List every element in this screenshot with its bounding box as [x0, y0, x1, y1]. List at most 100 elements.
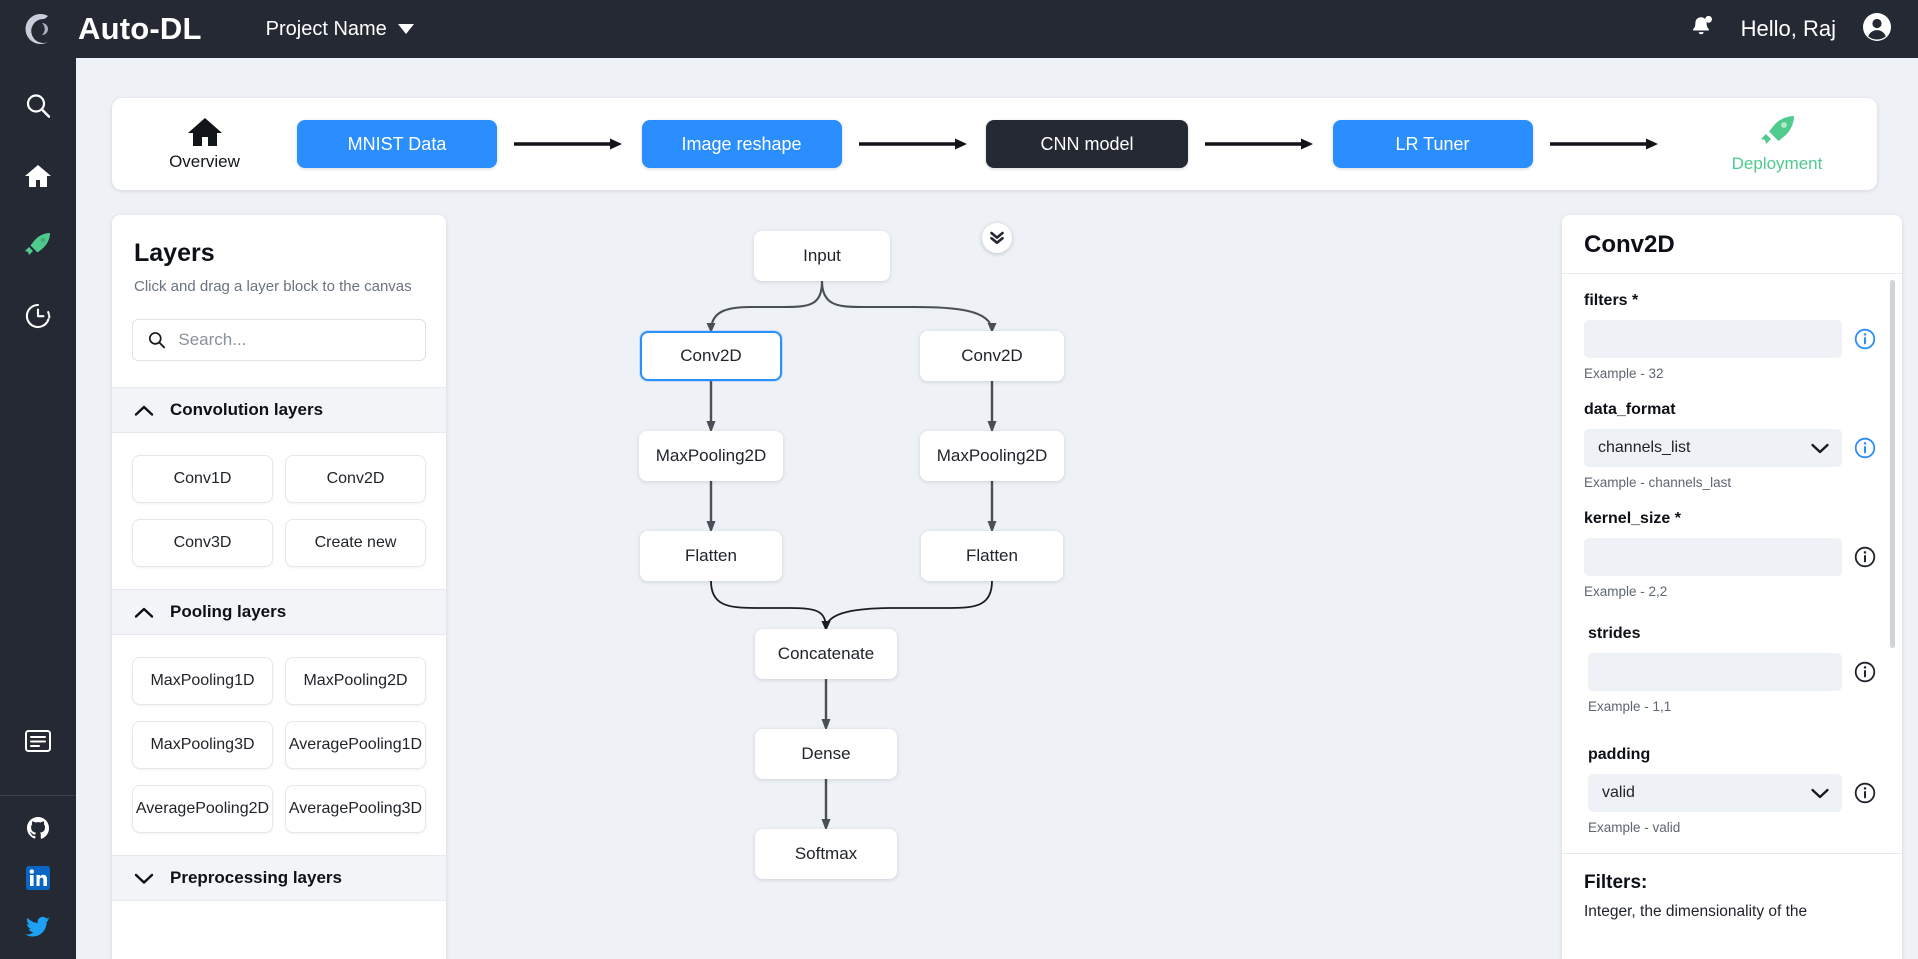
chevron-down-icon	[1811, 443, 1829, 453]
canvas-node-flatten-left[interactable]: Flatten	[640, 531, 782, 581]
info-circle-icon[interactable]	[1854, 546, 1876, 568]
pipeline-deployment[interactable]: Deployment	[1677, 114, 1877, 174]
search-icon	[148, 332, 166, 349]
pipeline-overview-label: Overview	[169, 152, 240, 171]
canvas-node-maxpooling2d-left[interactable]: MaxPooling2D	[639, 431, 783, 481]
layers-subtitle: Click and drag a layer block to the canv…	[134, 278, 412, 295]
info-circle-icon[interactable]	[1854, 437, 1876, 459]
social-link-github[interactable]	[24, 814, 52, 847]
property-hint-strides: Example - 1,1	[1588, 699, 1672, 714]
padding-select[interactable]: valid	[1588, 774, 1842, 812]
left-nav-rail	[0, 58, 76, 959]
linkedin-icon	[26, 866, 50, 890]
pipeline-node-cnn-model[interactable]: CNN model	[986, 120, 1188, 168]
auto-dl-logo-icon[interactable]	[0, 9, 76, 49]
pipeline-node-image-reshape[interactable]: Image reshape	[641, 120, 842, 168]
social-link-twitter[interactable]	[24, 914, 52, 945]
pipeline-arrow-3	[1188, 137, 1333, 151]
filters-input[interactable]	[1584, 320, 1842, 358]
canvas-node-softmax[interactable]: Softmax	[755, 829, 897, 879]
strides-input[interactable]	[1588, 653, 1842, 691]
pipeline-arrow-4	[1533, 137, 1678, 151]
property-label-data-format: data_format	[1584, 401, 1676, 418]
property-label-strides: strides	[1588, 625, 1641, 642]
kernel-size-input[interactable]	[1584, 538, 1842, 576]
info-circle-icon[interactable]	[1854, 661, 1876, 683]
pipeline-bar: Overview MNIST Data Image reshape CNN mo…	[112, 98, 1877, 190]
top-bar: Auto-DL Project Name Hello, Raj	[0, 0, 1918, 58]
data-format-select[interactable]: channels_list	[1584, 429, 1842, 467]
pipeline-overview[interactable]: Overview	[112, 116, 297, 172]
layers-panel: Layers Click and drag a layer block to t…	[112, 215, 446, 959]
layer-chip-maxpooling2d[interactable]: MaxPooling2D	[285, 657, 426, 705]
pipeline-collapse-button[interactable]	[982, 223, 1012, 253]
sidebar-item-search[interactable]	[16, 84, 60, 128]
double-chevron-down-icon	[990, 231, 1004, 245]
layer-chip-maxpooling3d[interactable]: MaxPooling3D	[132, 721, 273, 769]
search-icon	[26, 94, 51, 118]
github-icon	[27, 817, 50, 839]
sidebar-item-history[interactable]	[16, 294, 60, 338]
layer-chip-averagepooling2d[interactable]: AveragePooling2D	[132, 785, 273, 833]
layer-chip-conv2d[interactable]: Conv2D	[285, 455, 426, 503]
sidebar-item-home[interactable]	[16, 154, 60, 198]
chevron-down-icon	[134, 873, 154, 884]
data-format-value: channels_list	[1598, 439, 1691, 456]
property-hint-kernel-size: Example - 2,2	[1584, 584, 1668, 599]
layer-chip-create-new[interactable]: Create new	[285, 519, 426, 567]
social-link-linkedin[interactable]	[25, 865, 51, 896]
sidebar-item-docs[interactable]	[16, 719, 60, 763]
layer-group-convolution-layers[interactable]: Convolution layers	[112, 387, 446, 433]
pipeline-arrow-2	[842, 137, 987, 151]
property-hint-filters: Example - 32	[1584, 366, 1664, 381]
greeting-label: Hello, Raj	[1740, 16, 1836, 41]
canvas-node-concatenate[interactable]: Concatenate	[755, 629, 897, 679]
properties-panel-body: filters * Example - 32 data_format	[1562, 274, 1902, 898]
canvas-node-conv2d-left[interactable]: Conv2D	[640, 331, 782, 381]
padding-value: valid	[1602, 784, 1635, 801]
pipeline-node-mnist-data[interactable]: MNIST Data	[297, 120, 497, 168]
canvas-node-conv2d-right[interactable]: Conv2D	[920, 331, 1064, 381]
pipeline-deployment-label: Deployment	[1731, 154, 1823, 173]
top-bar-right: Hello, Raj	[1689, 12, 1918, 47]
model-canvas[interactable]: Input Conv2D Conv2D MaxPooling2D MaxPool…	[455, 215, 1553, 959]
canvas-node-dense[interactable]: Dense	[755, 729, 897, 779]
layer-chip-conv3d[interactable]: Conv3D	[132, 519, 273, 567]
canvas-edges	[706, 280, 997, 831]
properties-scrollbar-thumb[interactable]	[1890, 280, 1895, 648]
properties-help-footer: Filters: Integer, the dimensionality of …	[1562, 853, 1902, 959]
layers-title: Layers	[134, 239, 215, 267]
layer-search-box[interactable]	[132, 319, 426, 361]
history-clock-icon	[25, 303, 51, 329]
twitter-icon	[25, 916, 50, 937]
info-circle-icon[interactable]	[1854, 328, 1876, 350]
layer-group-pooling-layers[interactable]: Pooling layers	[112, 589, 446, 635]
layer-chip-averagepooling3d[interactable]: AveragePooling3D	[285, 785, 426, 833]
layer-chip-conv1d[interactable]: Conv1D	[132, 455, 273, 503]
notification-bell-icon[interactable]	[1689, 13, 1715, 45]
property-label-padding: padding	[1588, 746, 1651, 763]
project-name-label: Project Name	[265, 17, 387, 40]
sidebar-item-deploy[interactable]	[16, 224, 60, 268]
layers-header: Layers Click and drag a layer block to t…	[112, 215, 446, 295]
property-field-kernel-size: kernel_size * Example - 2,2	[1584, 510, 1876, 599]
canvas-node-maxpooling2d-right[interactable]: MaxPooling2D	[920, 431, 1064, 481]
canvas-node-flatten-right[interactable]: Flatten	[921, 531, 1063, 581]
chevron-down-icon	[1811, 788, 1829, 798]
pipeline-arrow-1	[497, 137, 642, 151]
search-input[interactable]	[178, 330, 411, 350]
docs-icon	[25, 730, 51, 752]
info-circle-icon[interactable]	[1854, 782, 1876, 804]
layer-chip-maxpooling1d[interactable]: MaxPooling1D	[132, 657, 273, 705]
layer-group-preprocessing-layers[interactable]: Preprocessing layers	[112, 855, 446, 901]
chevron-up-icon	[134, 607, 154, 618]
brand-title: Auto-DL	[78, 11, 202, 46]
canvas-node-input[interactable]: Input	[754, 231, 890, 281]
pipeline-node-lr-tuner[interactable]: LR Tuner	[1332, 120, 1533, 168]
project-selector[interactable]: Project Name	[266, 18, 414, 41]
layer-group-label: Pooling layers	[170, 602, 287, 621]
property-field-filters: filters * Example - 32	[1584, 292, 1876, 381]
user-avatar-icon[interactable]	[1862, 12, 1892, 47]
layer-chip-averagepooling1d[interactable]: AveragePooling1D	[285, 721, 426, 769]
help-title: Filters:	[1584, 872, 1648, 893]
